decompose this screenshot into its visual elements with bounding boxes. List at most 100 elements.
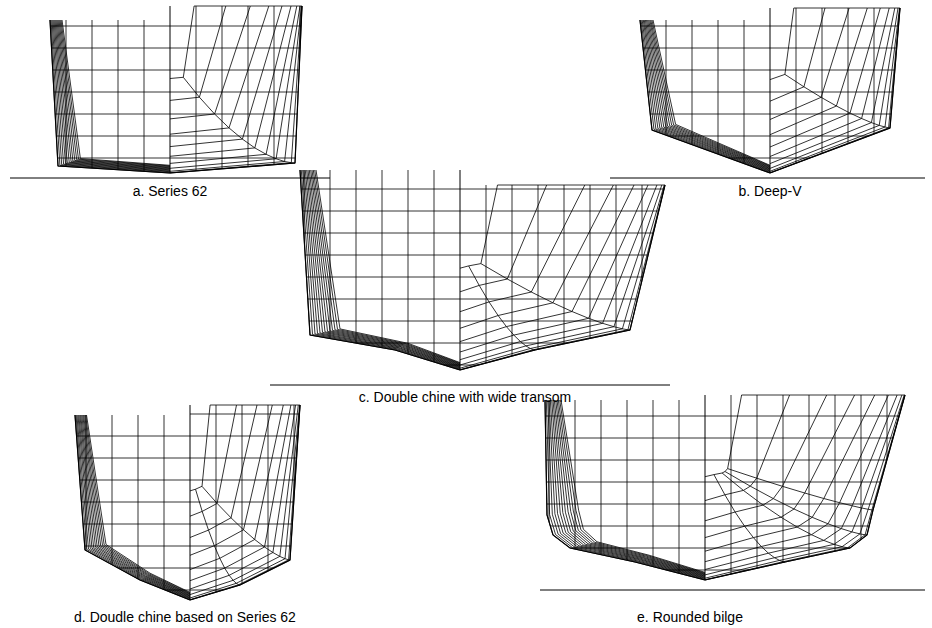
waterline [460,211,670,212]
station-section [170,6,269,134]
station-section [52,20,170,172]
station-section [57,20,170,169]
station-section [59,20,170,167]
station-section [190,405,300,600]
station-section [705,395,875,551]
station-section [170,6,302,173]
station-section [79,415,190,598]
chine-line [498,185,666,186]
station-section [460,185,662,365]
station-section [81,415,190,596]
station-section [78,415,190,598]
station-section [705,395,905,580]
station-section [82,415,190,596]
grid [540,398,705,590]
station-section [190,405,300,600]
base-line [270,385,670,386]
waterline [635,70,770,71]
station-section [460,185,613,328]
chine-line [794,8,900,9]
waterline [460,299,670,300]
waterline [295,299,460,300]
station-section [190,405,257,538]
station-section [705,395,904,578]
station-section [705,395,827,521]
waterline [190,414,305,415]
centre-line [705,395,706,580]
buttock-line [382,168,383,385]
station-section [705,395,888,562]
station-section [60,20,170,167]
station-section [75,415,190,600]
waterline [295,277,460,278]
waterline [45,70,170,71]
waterline [170,158,307,159]
buttock-line [144,18,145,178]
buttock-line [92,18,93,178]
station-section [61,20,170,166]
buttock-line [242,403,243,610]
chine-line [742,395,905,396]
station-section [770,8,849,120]
buttock-line [590,183,591,385]
waterline [635,26,770,27]
buttock-line [601,398,602,590]
station-section [770,8,880,147]
buttock-line [679,398,680,590]
station-section [548,400,705,579]
waterline [540,416,705,417]
buttock-line [216,403,217,610]
station-section [170,6,291,156]
station-section [460,185,665,370]
chine-line [785,74,890,128]
waterline [190,524,305,525]
max-section [545,400,705,580]
figure-caption: e. Rounded bilge [637,609,743,625]
waterline [460,321,670,322]
waterline [540,526,705,527]
station-section [460,185,547,292]
hull-figure [10,4,330,178]
waterline [170,26,307,27]
hull-figure [270,168,670,385]
waterline [770,158,905,159]
station-section [312,170,460,364]
buttock-line [248,4,249,178]
station-section [55,20,170,170]
chine-line [194,6,302,7]
grid [295,168,460,385]
station-section [303,170,460,369]
max-section [640,20,770,173]
buttock-line [196,4,197,178]
station-section [705,395,897,570]
chine-line [202,486,290,560]
station-section [705,395,905,580]
buttock-line [731,393,732,590]
grid [770,6,905,178]
hull-figure [610,6,925,178]
waterline [295,365,460,366]
buttock-line [692,18,693,178]
station-section [705,395,742,477]
station-section [460,185,634,342]
base-line [610,178,925,179]
waterline [170,70,307,71]
waterline [190,590,305,591]
station-section [552,400,705,577]
grid [705,393,910,590]
buttock-line [616,183,617,385]
chine-line [469,266,535,350]
buttock-line [783,393,784,590]
waterline [295,189,460,190]
figure-caption: a. Series 62 [133,183,208,199]
station-section [56,20,170,169]
waterline [295,255,460,256]
figure-caption: b. Deep-V [738,183,801,199]
station-section [546,400,705,579]
waterline [70,502,190,503]
station-section [51,20,170,172]
chine-line [725,472,867,536]
station-section [190,405,296,589]
waterline [635,114,770,115]
station-section [705,395,902,575]
